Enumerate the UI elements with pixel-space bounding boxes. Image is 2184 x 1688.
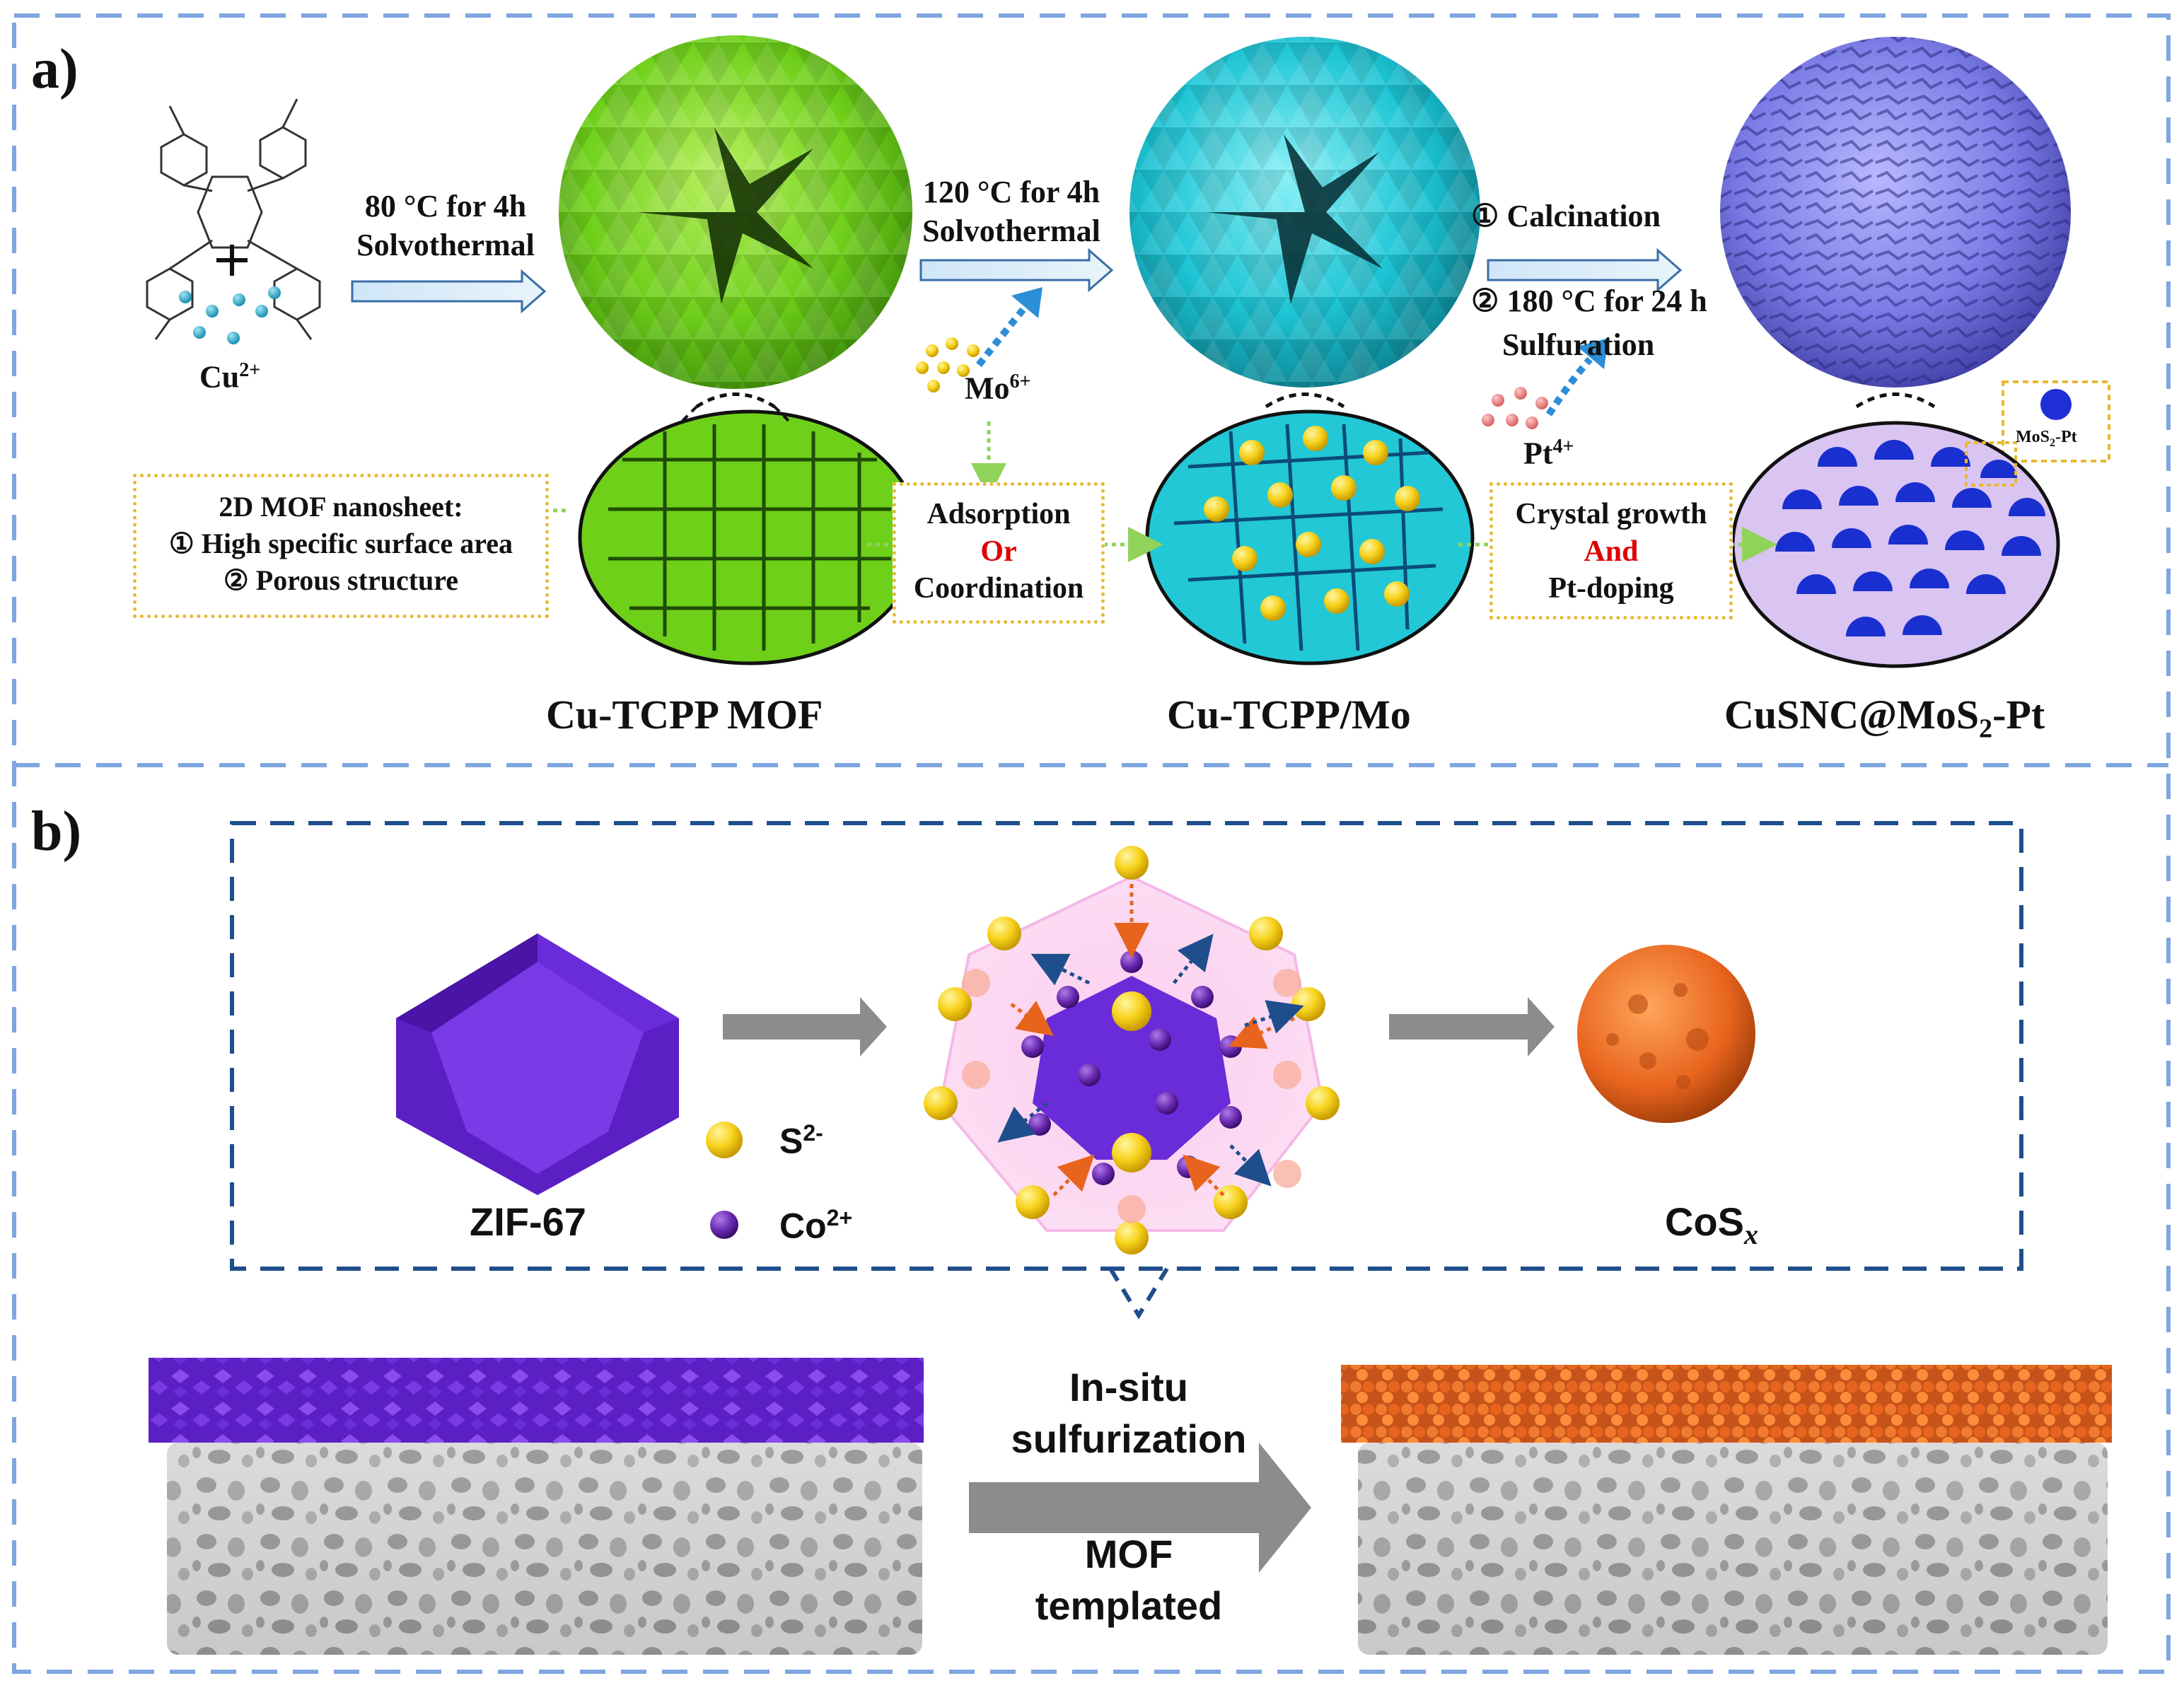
mof-properties-box: 2D MOF nanosheet: ① High specific surfac… — [133, 474, 549, 618]
panel-b-inner-frame — [230, 821, 2023, 1271]
cosx-label: CoSx — [1665, 1199, 1758, 1251]
co-ion-legend-ball — [710, 1211, 738, 1239]
mos2-pt-legend-label: MoS2-Pt — [2016, 428, 2077, 449]
step1-conditions: 80 °C for 4h Solvothermal — [356, 189, 535, 262]
process-arrow — [969, 1443, 1311, 1573]
product-cu-tcpp-mof: Cu-TCPP MOF — [546, 692, 823, 738]
zoom-arc-3 — [1855, 392, 1936, 409]
cu-ion-dots — [179, 286, 281, 344]
pt-ion-label: Pt4+ — [1523, 436, 1574, 471]
step3-calcination: ① Calcination — [1471, 199, 1661, 233]
gray-arrow-1 — [723, 997, 887, 1057]
mo-ion-dots — [916, 337, 980, 392]
mos2-cross-section — [1731, 421, 2060, 668]
zoom-arc-2 — [1265, 392, 1345, 409]
product-cu-tcpp-mo: Cu-TCPP/Mo — [1167, 692, 1411, 738]
zif-67-label: ZIF-67 — [470, 1199, 586, 1244]
panel-b-label: b) — [31, 801, 82, 863]
in-situ-sulfurization-label: In-situ sulfurization — [1011, 1365, 1247, 1461]
foam-with-cosx — [1341, 1365, 2112, 1655]
pt-ion-dots — [1482, 387, 1548, 429]
mos2-domes — [1775, 440, 2045, 636]
adsorption-box: Adsorption Or Coordination — [893, 482, 1105, 624]
connector-arrows — [500, 421, 1777, 562]
gray-arrow-2 — [1389, 997, 1555, 1057]
foam-with-zif-67 — [149, 1358, 924, 1655]
mo-uptake-arrow — [976, 305, 1027, 368]
cusnc-mos2-pt-sphere — [1720, 37, 2071, 388]
plus-icon — [216, 245, 248, 276]
tcpp-molecule — [146, 98, 321, 340]
mof-templated-label: MOF templated — [1035, 1532, 1223, 1628]
pt-uptake-arrow — [1545, 356, 1593, 417]
outer-frame — [12, 13, 2171, 1674]
zif-67-crystal — [396, 933, 679, 1195]
sulfidation-illustration — [924, 846, 1340, 1255]
co-ion-label: Co2+ — [779, 1205, 853, 1246]
cu-tcpp-mo-sphere — [1129, 37, 1480, 388]
arrow-step3 — [1487, 248, 1683, 293]
mof-cross-section — [578, 409, 922, 665]
s-ion-legend-ball — [706, 1122, 743, 1158]
zoom-arc-1 — [695, 392, 776, 409]
panel-a-label: a) — [31, 38, 79, 100]
s-ion-label: S2- — [779, 1120, 823, 1161]
mo-ion-label: Mo6+ — [965, 371, 1031, 406]
arrow-step1 — [351, 269, 547, 314]
crystal-growth-box: Crystal growth And Pt-doping — [1489, 482, 1733, 619]
mo-cross-section — [1145, 409, 1475, 665]
cu-tcpp-mof-sphere — [559, 35, 912, 389]
cu-ion-label: Cu2+ — [199, 359, 261, 395]
product-cusnc-mos2-pt: CuSNC@MoS2-Pt — [1724, 692, 2045, 744]
arrow-step2 — [919, 248, 1114, 293]
step3-temperature: ② 180 °C for 24 h — [1471, 284, 1707, 318]
step2-conditions: 120 °C for 4h Solvothermal — [922, 175, 1100, 248]
step3-sulfuration: Sulfuration — [1502, 327, 1655, 362]
cosx-sphere — [1577, 945, 1755, 1123]
zoom-caret — [1108, 1267, 1169, 1320]
mos2-pt-legend-box — [2002, 380, 2110, 462]
